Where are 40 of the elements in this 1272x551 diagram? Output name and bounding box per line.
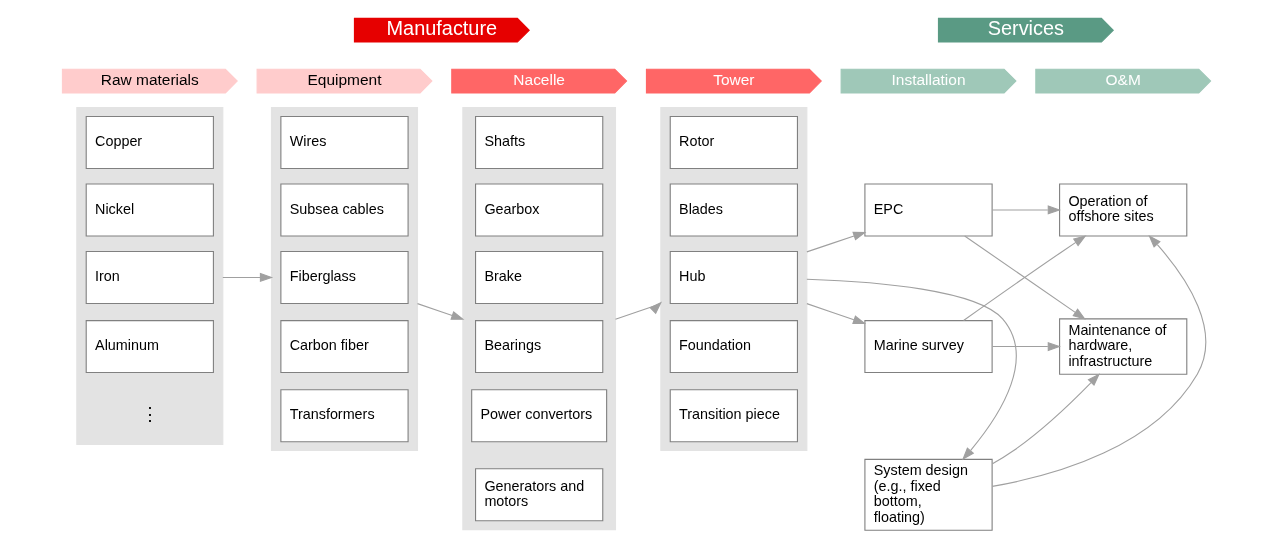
cluster [75,107,223,445]
node-box: Nickel [85,183,214,237]
node-box: Power convertors [470,389,607,443]
arrow [416,303,464,320]
cluster [659,107,807,452]
node-box: Copper [85,115,214,170]
node-box: Maintenance of hardware, infrastructure [1058,318,1187,375]
arrow [991,373,1100,465]
arrow [991,205,1061,215]
node-box: Bearings [474,320,603,374]
label: ⋮ [140,403,159,424]
node-box: Transformers [279,389,409,443]
cluster [270,107,418,452]
node-box: Gearbox [474,183,603,237]
node-box: Operation of offshore sites [1058,183,1187,237]
cluster [461,107,616,531]
arrow [221,272,273,283]
node-box: Fiberglass [279,250,409,304]
node-box: Shafts [474,115,603,170]
node-box: Subsea cables [279,183,409,237]
node-box: Rotor [669,115,798,170]
node-box: Marine survey [863,320,993,374]
node-box: System design (e.g., fixed bottom, floating) [863,458,993,531]
node-box: Wires [279,115,409,170]
node-box: Aluminum [85,320,214,374]
node-box: Carbon fiber [279,320,409,374]
arrow [805,303,866,325]
arrow [991,341,1061,352]
arrow [991,234,1206,487]
arrow [614,301,662,320]
arrow [805,231,866,253]
node-box: Iron [85,250,214,304]
node-box: Blades [669,183,798,237]
node-box: Brake [474,250,603,304]
node-box: Transition piece [669,389,798,443]
arrow [805,278,1017,461]
node-box: Generators and motors [474,468,603,522]
node-box: Foundation [669,320,798,374]
node-box: EPC [863,183,993,237]
node-box: Hub [669,250,798,304]
